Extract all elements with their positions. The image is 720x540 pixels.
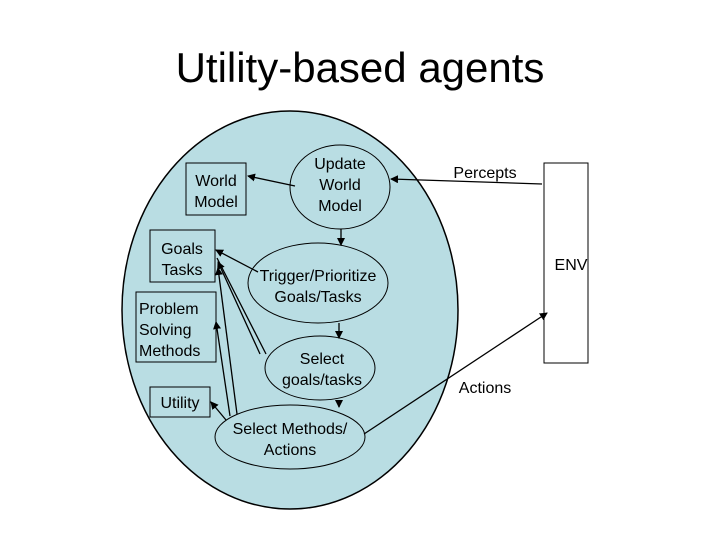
env-label-line: ENV — [555, 257, 588, 274]
world-model-box — [185, 162, 247, 216]
problem-label-line: Solving — [139, 322, 191, 339]
arrow-update-to-world-model — [247, 173, 296, 187]
arrow-methods-to-problem-solving — [213, 321, 231, 417]
selgoals-label-line: Select — [300, 351, 345, 368]
utility-label-line: Utility — [160, 395, 199, 412]
update-label-line: World — [319, 177, 361, 194]
arrow-percepts — [390, 175, 543, 185]
selmeth-label-line: Actions — [264, 442, 316, 459]
selmeth-label-line: Select Methods/ — [233, 421, 348, 438]
actions-label-line: Actions — [459, 380, 511, 397]
world-label-line: Model — [194, 194, 238, 211]
env-box — [543, 162, 589, 364]
arrow-methods-to-utility — [210, 401, 227, 421]
arrow-methods-to-goals — [214, 267, 238, 415]
trigger-label-line: Trigger/Prioritize — [260, 268, 377, 285]
percepts-label: Percepts — [453, 165, 516, 182]
arrow-trigger-to-goals — [215, 249, 259, 273]
select-methods-label: Select Methods/Actions — [233, 421, 348, 459]
update-world-model-node — [289, 144, 391, 230]
line-select-goals-to-goals — [216, 257, 267, 355]
actions-label: Actions — [459, 380, 511, 397]
goals-label-line: Tasks — [162, 262, 203, 279]
arrow-goals-from-select-goals — [217, 261, 261, 355]
arrow-actions — [363, 312, 548, 435]
utility-box — [149, 386, 211, 418]
slide-title: Utility-based agents — [175, 44, 545, 91]
utility-label: Utility — [160, 395, 199, 412]
goals-label-line: Goals — [161, 241, 203, 258]
selgoals-label-line: goals/tasks — [282, 372, 362, 389]
problem-label-line: Problem — [139, 301, 199, 318]
goals-tasks-box — [149, 229, 216, 283]
percepts-label-line: Percepts — [453, 165, 516, 182]
problem-label-line: Methods — [139, 343, 200, 360]
trigger-label-line: Goals/Tasks — [274, 289, 361, 306]
env-label: ENV — [555, 257, 588, 274]
world-label-line: World — [195, 173, 237, 190]
select-goals-node — [264, 335, 376, 401]
update-label-line: Model — [318, 198, 362, 215]
update-label-line: Update — [314, 156, 366, 173]
trigger-prioritize-node — [247, 242, 389, 324]
select-goals-label: Select goals/tasks — [282, 351, 362, 389]
select-methods-node — [214, 404, 366, 470]
